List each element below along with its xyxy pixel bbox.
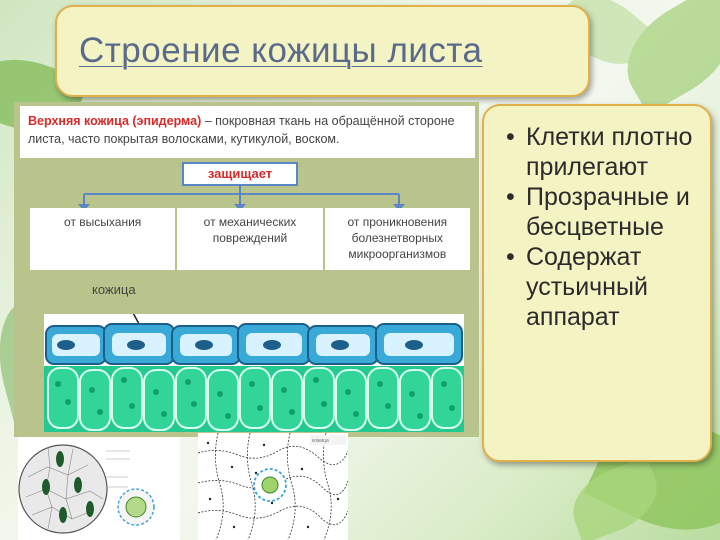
- protection-item: от проникновения болезнетворных микроорг…: [322, 208, 470, 270]
- definition-box: Верхняя кожица (эпидерма) – покровная тк…: [20, 106, 475, 158]
- epidermis-micrograph: кожица: [198, 433, 348, 540]
- micrograph-label: кожица: [312, 438, 329, 444]
- protection-item: от высыхания: [64, 215, 142, 229]
- bullet-item: Содержат устьичный аппарат: [498, 242, 708, 332]
- definition-term: Верхняя кожица (эпидерма): [28, 114, 202, 128]
- bullet-item: Клетки плотно прилегают: [498, 122, 708, 182]
- epidermis-figure: Верхняя кожица (эпидерма) – покровная тк…: [14, 102, 479, 437]
- protection-arrows: [78, 186, 405, 211]
- stomata-micrograph: [18, 437, 180, 540]
- protection-list: от высыхания от механических повреждений…: [30, 208, 470, 270]
- title-box: Строение кожицы листа: [55, 5, 590, 97]
- palisade-cell-row: [44, 366, 464, 432]
- protection-item: от механических повреждений: [175, 208, 322, 270]
- bullet-item: Прозрачные и бесцветные: [498, 182, 708, 242]
- slide-title: Строение кожицы листа: [79, 31, 483, 70]
- background-leaf: [562, 456, 668, 540]
- cell-diagram: [44, 314, 464, 432]
- protects-label: защищает: [182, 162, 298, 186]
- skin-label: кожица: [92, 282, 136, 297]
- definition-text: – покровная ткань на обращённой стороне …: [28, 114, 455, 146]
- epidermis-cell-row: [45, 323, 463, 365]
- bullet-list: Клетки плотно прилегают Прозрачные и бес…: [498, 122, 708, 332]
- bullets-box: Клетки плотно прилегают Прозрачные и бес…: [482, 104, 712, 462]
